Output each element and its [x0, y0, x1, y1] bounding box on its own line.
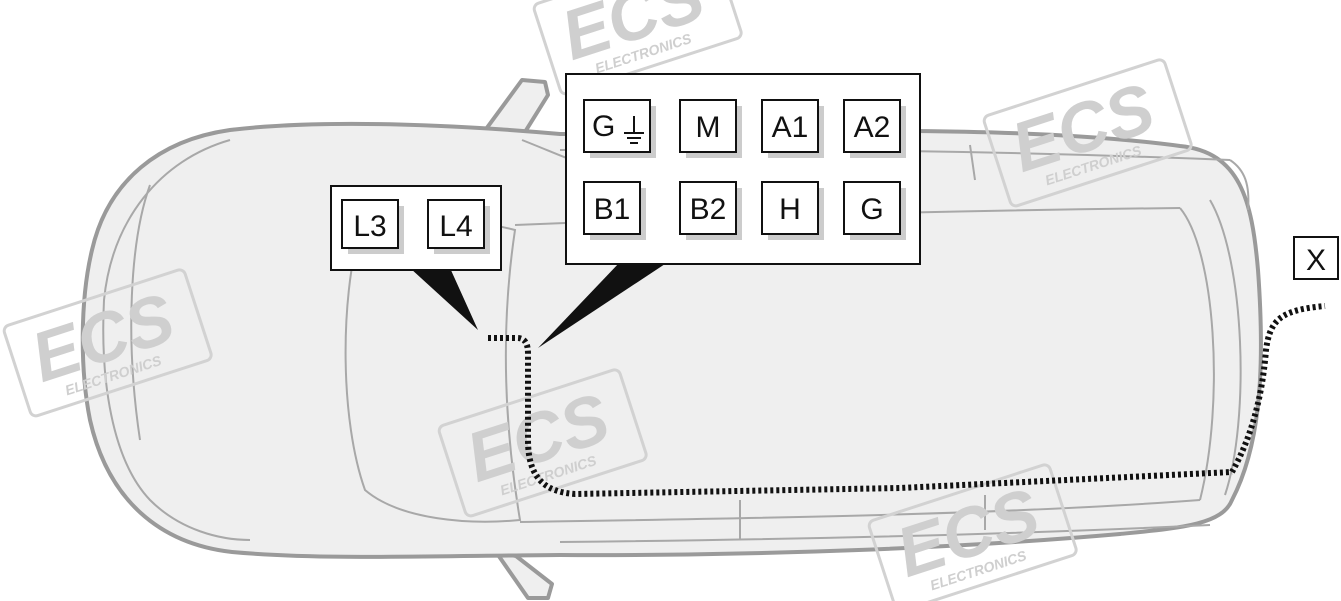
- svg-text:B1: B1: [594, 193, 631, 226]
- main-connector-panel: G M A1 A2 B1: [565, 73, 921, 265]
- svg-text:L3: L3: [353, 210, 386, 243]
- connector-h: H: [761, 181, 824, 240]
- svg-text:X: X: [1306, 244, 1326, 277]
- callout-pointer-front: [410, 268, 478, 330]
- svg-text:M: M: [696, 111, 721, 144]
- connector-a1: A1: [761, 99, 824, 158]
- svg-text:B2: B2: [690, 193, 727, 226]
- watermarks: ECS ELECTRONICS ECS ELECTRONICS ECS ELEC…: [2, 0, 1193, 601]
- connector-ground: G: [583, 99, 656, 158]
- ecs-logo-watermark: ECS ELECTRONICS: [2, 268, 213, 418]
- ground-icon: [624, 116, 644, 144]
- callout-pointer-main: [538, 262, 668, 348]
- svg-text:A2: A2: [854, 111, 891, 144]
- connector-a2: A2: [843, 99, 906, 158]
- connector-b2: B2: [679, 181, 742, 240]
- svg-text:A1: A1: [772, 111, 809, 144]
- svg-text:L4: L4: [439, 210, 472, 243]
- svg-text:G: G: [860, 193, 883, 226]
- svg-text:G: G: [592, 110, 615, 143]
- wire-rear: [1229, 303, 1326, 474]
- connector-m: M: [679, 99, 742, 158]
- wiring-harness: [488, 303, 1326, 498]
- connector-x: X: [1293, 236, 1339, 280]
- connector-l4: L4: [427, 199, 490, 254]
- front-connector-panel: L3 L4: [330, 185, 502, 271]
- ecs-logo-watermark: ECS ELECTRONICS: [982, 58, 1193, 208]
- connector-l3: L3: [341, 199, 404, 254]
- connector-g: G: [843, 181, 906, 240]
- svg-text:H: H: [779, 193, 801, 226]
- connector-b1: B1: [583, 181, 646, 240]
- right-mirror: [494, 550, 554, 600]
